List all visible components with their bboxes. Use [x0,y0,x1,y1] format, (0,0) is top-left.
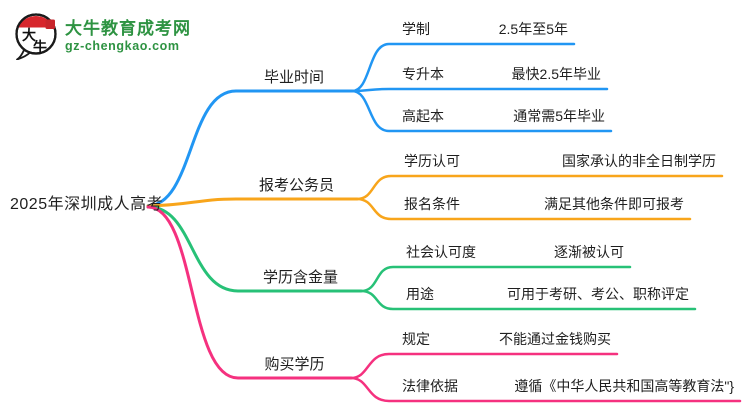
branch3-trunk-line [146,205,363,293]
leaf-value: 逐渐被认可 [554,244,624,260]
site-title: 大牛教育成考网 [65,19,191,38]
branch2-leaf2-line [355,197,692,221]
leaf-value: 2.5年至5年 [498,21,568,37]
branch1-leaf3-line [350,89,613,133]
leaf-row-gaoqiben: 高起本 通常需5年毕业 [389,105,611,131]
branch-node-buying-degree: 购买学历 [264,356,325,373]
leaf-label: 报名条件 [404,196,460,212]
branch4-leaf2-line [349,376,742,403]
leaf-row-schooling-length: 学制 2.5年至5年 [389,18,574,44]
branch2-trunk-line [146,197,359,208]
branch-node-graduation-time: 毕业时间 [263,69,324,86]
leaf-value: 可用于考研、考公、职称评定 [507,286,689,302]
branch3-leaf1-line [359,265,632,293]
leaf-label: 社会认可度 [406,244,476,260]
leaf-value: 通常需5年毕业 [513,108,605,124]
leaf-row-regulation: 规定 不能通过金钱购买 [389,328,617,354]
leaf-label: 专升本 [402,66,444,82]
leaf-row-registration-conditions: 报名条件 满足其他条件即可报考 [391,193,690,219]
leaf-label: 法律依据 [402,378,458,394]
branch1-leaf2-line [350,87,609,93]
leaf-label: 学历认可 [404,153,460,169]
leaf-row-degree-recognition: 学历认可 国家承认的非全日制学历 [391,150,722,176]
leaf-row-zhuanshengben: 专升本 最快2.5年毕业 [389,63,607,89]
branch4-trunk-line [146,205,353,380]
leaf-row-usage: 用途 可用于考研、考公、职称评定 [393,283,695,309]
leaf-value: 最快2.5年毕业 [511,66,601,82]
logo-seal-icon [45,19,55,29]
logo-char-bottom: 牛 [33,39,47,55]
speech-bubble-dainiu-icon: 大 牛 [15,13,57,60]
leaf-value: 国家承认的非全日制学历 [562,153,716,169]
branch-node-degree-value: 学历含金量 [262,269,338,286]
mindmap-root-node: 2025年深圳成人高考 [10,196,164,213]
leaf-value: 满足其他条件即可报考 [544,196,684,212]
branch1-leaf1-line [350,42,576,93]
branch1-trunk-line [146,89,354,208]
leaf-label: 用途 [406,286,434,302]
leaf-value: 遵循《中华人民共和国高等教育法"} [514,378,734,394]
leaf-label: 学制 [402,21,430,37]
logo-text-block: 大牛教育成考网 gz-chengkao.com [65,17,191,54]
branch-node-civil-servant: 报考公务员 [258,177,334,194]
branch3-leaf2-line [359,289,697,311]
logo-char-top: 大 [22,27,36,43]
site-domain[interactable]: gz-chengkao.com [65,39,180,53]
leaf-value: 不能通过金钱购买 [499,331,611,347]
leaf-label: 高起本 [402,108,444,124]
leaf-row-legal-basis: 法律依据 遵循《中华人民共和国高等教育法"} [389,375,740,401]
leaf-label: 规定 [402,331,430,347]
site-logo[interactable]: 大 牛 大牛教育成考网 gz-chengkao.com [13,11,191,60]
branch4-leaf1-line [349,352,619,380]
leaf-row-social-recognition: 社会认可度 逐渐被认可 [393,241,630,267]
branch2-leaf1-line [355,174,724,201]
